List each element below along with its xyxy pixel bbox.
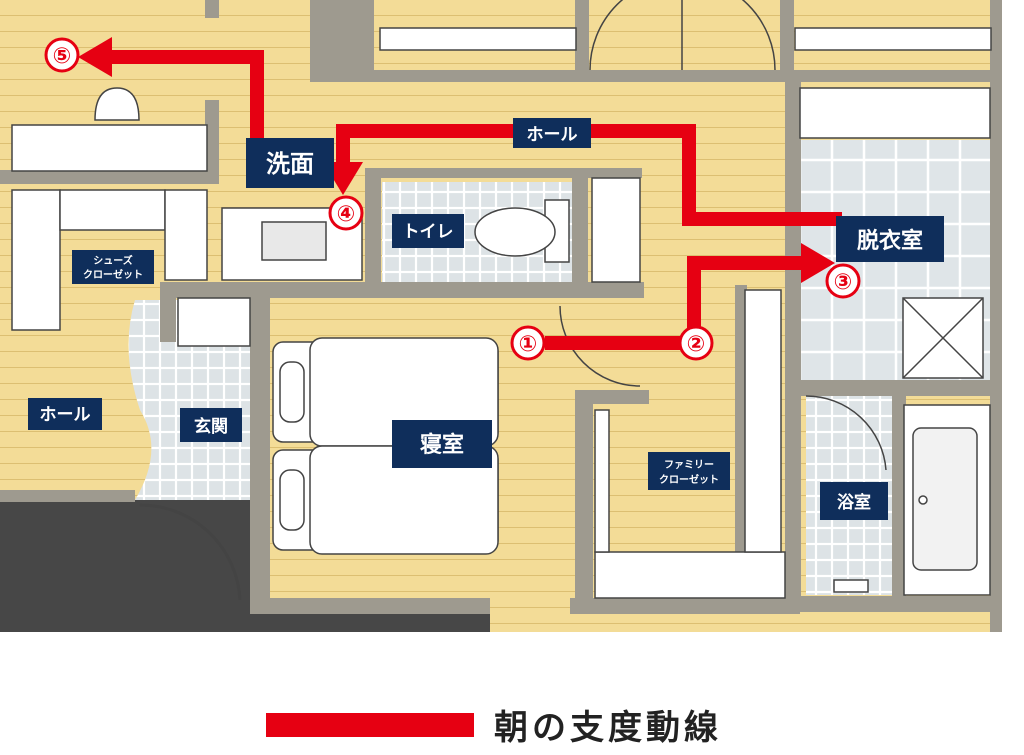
svg-text:④: ④ (337, 202, 356, 227)
svg-text:脱衣室: 脱衣室 (857, 228, 923, 254)
svg-text:ホール: ホール (527, 125, 578, 145)
svg-text:洗面: 洗面 (266, 150, 314, 178)
route-marker-4: ④ (328, 195, 364, 231)
svg-text:トイレ: トイレ (403, 222, 454, 242)
svg-text:①: ① (519, 332, 538, 357)
route-marker-5: ⑤ (44, 37, 80, 73)
svg-text:ファミリー: ファミリー (664, 459, 714, 471)
label-family-closet: ファミリー クローゼット (648, 452, 730, 490)
legend-label: 朝の支度動線 (494, 708, 722, 748)
svg-text:ホール: ホール (40, 405, 91, 425)
route-marker-1: ① (510, 325, 546, 361)
route-marker-3: ③ (825, 263, 861, 299)
legend: 朝の支度動線 (262, 700, 782, 750)
entrance-floor (128, 300, 250, 500)
label-toilet: トイレ (392, 214, 464, 248)
svg-text:⑤: ⑤ (53, 44, 72, 69)
dark-floor (0, 500, 250, 632)
svg-text:浴室: 浴室 (837, 492, 871, 513)
label-shoes-closet: シューズ クローゼット (72, 250, 154, 284)
label-hall-left: ホール (28, 398, 102, 430)
svg-text:②: ② (687, 332, 706, 357)
label-hall-top: ホール (513, 118, 591, 148)
legend-route-swatch (266, 713, 474, 737)
svg-text:クローゼット: クローゼット (659, 473, 719, 486)
top-fixture (94, 87, 140, 121)
svg-text:寝室: 寝室 (420, 432, 464, 458)
svg-text:クローゼット: クローゼット (83, 268, 143, 281)
label-bedroom: 寝室 (392, 420, 492, 468)
walls (0, 0, 1002, 632)
fixtures (11, 27, 992, 599)
svg-text:玄関: 玄関 (194, 416, 228, 437)
label-dressing: 脱衣室 (836, 216, 944, 262)
beds (272, 337, 499, 555)
svg-text:シューズ: シューズ (93, 254, 133, 267)
label-entrance: 玄関 (180, 408, 242, 442)
route-marker-2: ② (678, 325, 714, 361)
floor-plan: ① ② ③ ④ ⑤ ホール 洗面 トイレ 脱衣室 シューズ クローゼット ホール (0, 0, 1002, 632)
door-swings (139, 0, 887, 601)
toilet-fixture (474, 199, 570, 263)
svg-text:③: ③ (834, 270, 853, 295)
label-washroom: 洗面 (246, 138, 334, 188)
label-bath: 浴室 (820, 482, 888, 520)
